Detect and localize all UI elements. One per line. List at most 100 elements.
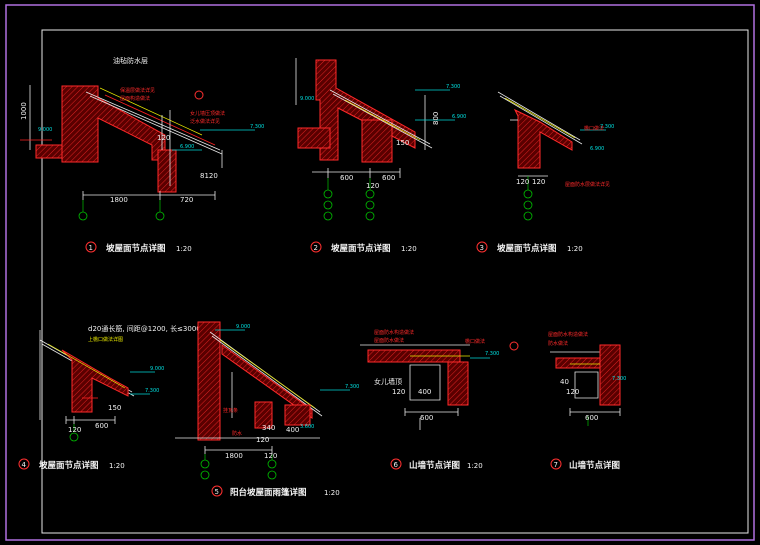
detail-1-number: 1 — [89, 244, 93, 252]
detail-7-elev-1: 7.300 — [612, 376, 626, 382]
detail-3-dim-1: 120 — [516, 178, 529, 186]
detail-2-axis-bubble — [323, 211, 333, 221]
detail-4-title: 坡屋面节点详图 — [39, 460, 99, 471]
detail-3-axis-bubble — [523, 200, 533, 210]
detail-6-dim-3: 400 — [418, 388, 431, 396]
detail-1-note-2: 保温层做法详见 — [120, 87, 155, 94]
detail-1-note-4: 女儿墙压顶做法 — [190, 110, 225, 117]
detail-1-dim-5: 8120 — [200, 172, 218, 180]
detail-5-dim-2: 120 — [256, 436, 269, 444]
detail-7-dim-2: 120 — [566, 388, 579, 396]
detail-1-elev-3: 6.900 — [180, 144, 194, 150]
detail-1-scale: 1:20 — [176, 245, 192, 253]
detail-5-axis-bubble — [200, 470, 210, 480]
detail-1-note-1: 油毡防水层 — [113, 56, 148, 65]
detail-1-dim-3: 120 — [157, 134, 170, 142]
detail-5-scale: 1:20 — [324, 489, 340, 497]
detail-3-scale: 1:20 — [567, 245, 583, 253]
detail-4-elev-1: 9.000 — [150, 366, 164, 372]
detail-4-number: 4 — [22, 461, 27, 469]
detail-2-axis-bubble — [365, 200, 375, 210]
detail-1-elev-1: 9.000 — [38, 127, 52, 133]
detail-5-axis-bubble — [200, 459, 210, 469]
detail-3-drawing — [497, 91, 606, 190]
detail-5-axis-bubble — [267, 459, 277, 469]
detail-3-axis-bubble — [523, 211, 533, 221]
detail-5-number-circle — [211, 485, 223, 497]
detail-2-dim-3: 600 — [382, 174, 395, 182]
detail-1-note-3: 屋面构造做法 — [120, 95, 150, 102]
detail-5-elev-3: 3.600 — [300, 424, 314, 430]
detail-6-note-1: 屋面防水构造做法 — [374, 329, 414, 336]
detail-6-number: 6 — [394, 461, 399, 469]
detail-1-axis-bubble — [78, 211, 88, 221]
detail-2-title: 坡屋面节点详图 — [331, 243, 391, 254]
detail-2-dim-5: 150 — [396, 139, 409, 147]
outer-frame — [5, 4, 755, 541]
detail-5-note-2: 防水 — [232, 430, 242, 437]
detail-2-dim-2: 120 — [366, 182, 379, 190]
detail-4-number-circle — [18, 458, 30, 470]
detail-6-drawing — [360, 344, 490, 430]
detail-5-dim-3: 340 — [262, 424, 275, 432]
detail-4-note-1: d20通长筋, 间距@1200, 长≤3000 — [88, 324, 201, 333]
detail-4-dim-1: 600 — [95, 422, 108, 430]
detail-2-number-circle — [310, 241, 322, 253]
detail-5-number: 5 — [215, 488, 219, 496]
detail-5-elev-2: 7.300 — [345, 384, 359, 390]
detail-5-note-1: 挂瓦条 — [223, 407, 238, 414]
detail-3-note-2: 屋面防水层做法详见 — [565, 181, 610, 188]
detail-7-number: 7 — [554, 461, 558, 469]
detail-4-note-2: 上檐口做法详图 — [88, 336, 123, 343]
detail-6-title: 山墙节点详图 — [409, 460, 460, 471]
detail-7-note-2: 防水做法 — [548, 340, 568, 347]
detail-1-dim-4: 1000 — [20, 102, 28, 120]
detail-6-callout-marker — [509, 341, 519, 351]
detail-2-axis-bubble — [323, 200, 333, 210]
detail-7-drawing — [550, 344, 621, 426]
detail-3-number-circle — [476, 241, 488, 253]
detail-4-axis-bubble — [69, 432, 79, 442]
detail-7-dim-3: 40 — [560, 378, 569, 386]
detail-1-dim-2: 720 — [180, 196, 193, 204]
inner-frame — [41, 29, 749, 534]
detail-2-axis-bubble — [365, 211, 375, 221]
detail-4-dim-3: 150 — [108, 404, 121, 412]
detail-3-note-1: 檐口做法 — [584, 125, 604, 132]
detail-1-dim-1: 1800 — [110, 196, 128, 204]
detail-5-dim-4: 400 — [286, 426, 299, 434]
detail-2-scale: 1:20 — [401, 245, 417, 253]
detail-2-dim-4: 800 — [432, 112, 440, 125]
detail-5-title: 阳台坡屋面雨篷详图 — [230, 487, 307, 498]
detail-4-scale: 1:20 — [109, 462, 125, 470]
detail-5-dim-5: 120 — [264, 452, 277, 460]
detail-2-elev-1: 7.300 — [446, 84, 460, 90]
detail-4-drawing — [39, 330, 155, 432]
detail-2-number: 2 — [314, 244, 318, 252]
detail-1-elev-2: 7.300 — [250, 124, 264, 130]
detail-3-elev-2: 6.900 — [590, 146, 604, 152]
detail-2-drawing — [295, 58, 455, 190]
detail-6-dim-2: 120 — [392, 388, 405, 396]
detail-2-axis-bubble — [323, 189, 333, 199]
detail-1-note-5: 泛水做法详见 — [190, 118, 220, 125]
detail-7-title: 山墙节点详图 — [569, 460, 620, 471]
detail-3-title: 坡屋面节点详图 — [497, 243, 557, 254]
detail-2-elev-2: 6.900 — [452, 114, 466, 120]
detail-3-number: 3 — [480, 244, 484, 252]
detail-3-elev-1: 7.300 — [600, 124, 614, 130]
detail-7-dim-1: 600 — [585, 414, 598, 422]
detail-2-dim-1: 600 — [340, 174, 353, 182]
detail-1-title: 坡屋面节点详图 — [106, 243, 166, 254]
detail-2-elev-3: 9.000 — [300, 96, 314, 102]
detail-7-number-circle — [550, 458, 562, 470]
detail-6-dim-1: 600 — [420, 414, 433, 422]
detail-6-elev-1: 7.300 — [485, 351, 499, 357]
detail-6-scale: 1:20 — [467, 462, 483, 470]
detail-5-axis-bubble — [267, 470, 277, 480]
detail-1-number-circle — [85, 241, 97, 253]
detail-7-note-1: 屋面防水构造做法 — [548, 331, 588, 338]
detail-1-callout-marker — [194, 90, 204, 100]
detail-5-dim-1: 1800 — [225, 452, 243, 460]
